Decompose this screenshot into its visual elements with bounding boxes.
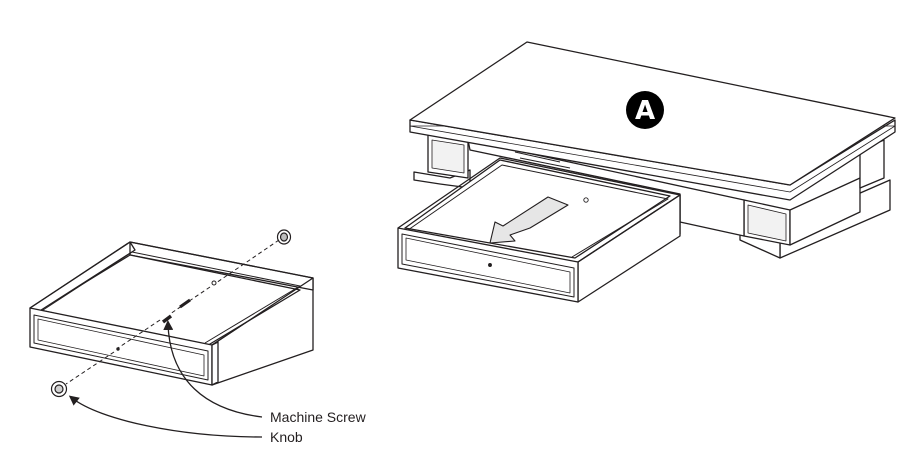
step-badge-letter: A	[635, 96, 655, 126]
step-badge: A	[626, 91, 664, 129]
knob-leader	[68, 395, 263, 438]
knob-front-icon	[50, 380, 68, 398]
pulled-drawer-front	[397, 227, 579, 303]
knob-label: Knob	[270, 429, 303, 445]
drawer-detail	[29, 241, 314, 386]
machine-screw-label: Machine Screw	[270, 409, 367, 425]
pull-direction-arrow-icon	[489, 196, 569, 244]
machine-screw-leader	[163, 320, 263, 418]
callout-leaders	[68, 320, 263, 438]
knob-icon	[276, 229, 292, 245]
